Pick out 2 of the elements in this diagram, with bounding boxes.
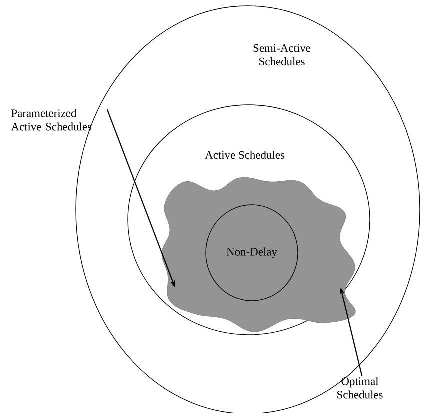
shaded-region (162, 177, 356, 332)
label-text: Optimal Schedules (338, 377, 383, 399)
